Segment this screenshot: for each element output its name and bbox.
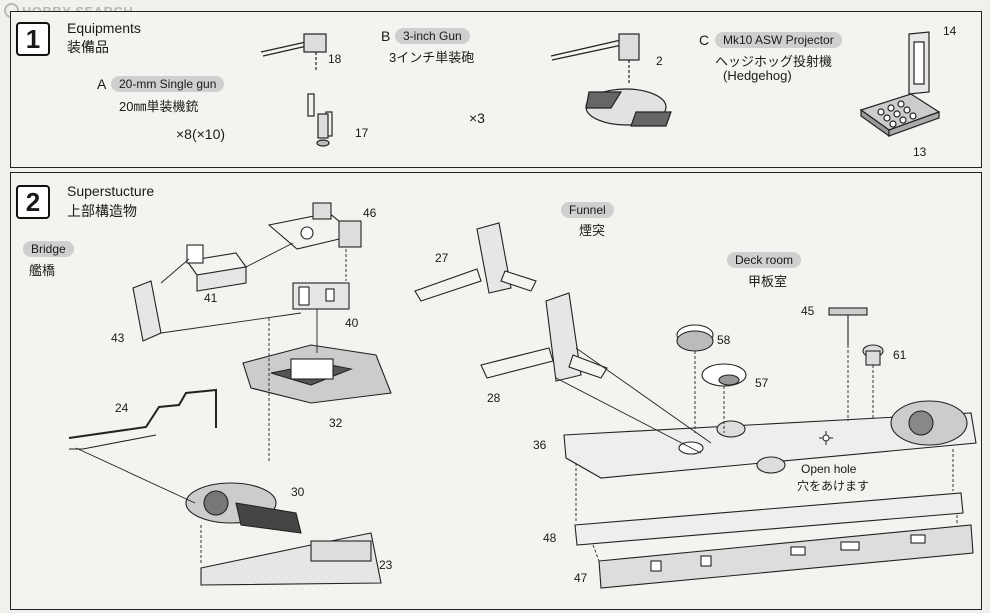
open-hole-mark xyxy=(819,431,833,445)
part-number: 47 xyxy=(574,571,588,585)
3-inch-gun-drawing xyxy=(550,33,672,127)
deck-part-61 xyxy=(862,344,884,366)
part-number: 48 xyxy=(543,531,557,545)
part-number: 27 xyxy=(435,251,449,265)
deck-part-57 xyxy=(701,363,747,387)
equip-b-label: 3-inch Gun xyxy=(395,28,470,44)
equip-a-letter: A xyxy=(97,76,107,92)
equip-c-ja: ヘッジホッグ投射機 xyxy=(715,54,833,69)
bridge-part-40 xyxy=(292,282,350,310)
part-number: 2 xyxy=(656,54,663,68)
hedgehog-drawing xyxy=(859,31,941,138)
part-number: 58 xyxy=(717,333,731,347)
assembly-lines xyxy=(75,242,958,563)
bridge-part-43 xyxy=(132,280,162,342)
20mm-gun-drawing xyxy=(260,33,333,147)
equip-b-ja: 3インチ単装砲 xyxy=(389,50,475,65)
part-number: 45 xyxy=(801,304,815,318)
bridge-part-41 xyxy=(186,244,247,292)
funnel-part-27 xyxy=(414,222,537,302)
equip-c-ja2: (Hedgehog) xyxy=(723,68,792,83)
part-number: 43 xyxy=(111,331,125,345)
part-number: 24 xyxy=(115,401,129,415)
deck-part-45 xyxy=(828,307,868,345)
part-number: 13 xyxy=(913,145,927,159)
deck-part-58 xyxy=(676,324,714,352)
open-hole-en: Open hole xyxy=(801,462,857,476)
deckroom-ja: 甲板室 xyxy=(748,274,788,289)
step-2-title-ja: 上部構造物 xyxy=(67,203,137,219)
bridge-part-23 xyxy=(200,532,382,586)
part-number: 28 xyxy=(487,391,501,405)
part-number: 32 xyxy=(329,416,343,430)
deck-part-47 xyxy=(598,524,974,589)
equip-c-label: Mk10 ASW Projector xyxy=(715,32,842,48)
part-number: 46 xyxy=(363,206,377,220)
funnel-ja: 煙突 xyxy=(579,223,606,238)
step-1-panel: 1 Equipments 装備品 A 20-mm Single gun 20㎜単… xyxy=(10,11,982,168)
step-2-panel: 2 Superstucture 上部構造物 Bridge 艦橋 Funnel 煙… xyxy=(10,172,982,610)
step-1-number: 1 xyxy=(16,22,50,56)
deck-part-36 xyxy=(563,400,977,479)
step-2-drawings xyxy=(68,202,977,589)
bridge-label: Bridge xyxy=(23,241,74,257)
part-number: 14 xyxy=(943,24,957,38)
step-2-title-en: Superstucture xyxy=(67,183,155,199)
step-1-drawings xyxy=(260,31,941,147)
step-2-number: 2 xyxy=(16,185,50,219)
equip-a-label: 20-mm Single gun xyxy=(111,76,225,92)
funnel-part-28 xyxy=(480,292,608,382)
bridge-ja: 艦橋 xyxy=(29,263,56,278)
deck-part-48 xyxy=(574,492,964,546)
bridge-part-30 xyxy=(185,482,302,534)
bridge-part-46 xyxy=(267,202,362,250)
open-hole-ja: 穴をあけます xyxy=(797,479,870,493)
part-number: 41 xyxy=(204,291,218,305)
part-number: 40 xyxy=(345,316,359,330)
equip-b-letter: B xyxy=(381,28,391,44)
part-number: 18 xyxy=(328,52,342,66)
part-number: 23 xyxy=(379,558,393,572)
deckroom-label: Deck room xyxy=(727,252,802,268)
bridge-part-24 xyxy=(68,388,217,450)
part-number: 36 xyxy=(533,438,547,452)
step-1-title-ja: 装備品 xyxy=(67,39,109,55)
bridge-part-32 xyxy=(242,344,392,404)
part-number: 61 xyxy=(893,348,907,362)
equip-a-qty: ×8(×10) xyxy=(176,126,226,142)
equip-a-ja: 20㎜単装機銃 xyxy=(119,99,199,114)
part-number: 17 xyxy=(355,126,369,140)
part-number: 30 xyxy=(291,485,305,499)
funnel-label: Funnel xyxy=(561,202,614,218)
equip-c-letter: C xyxy=(699,32,710,48)
part-number: 57 xyxy=(755,376,769,390)
step-1-title-en: Equipments xyxy=(67,20,141,36)
equip-b-qty: ×3 xyxy=(469,110,485,126)
